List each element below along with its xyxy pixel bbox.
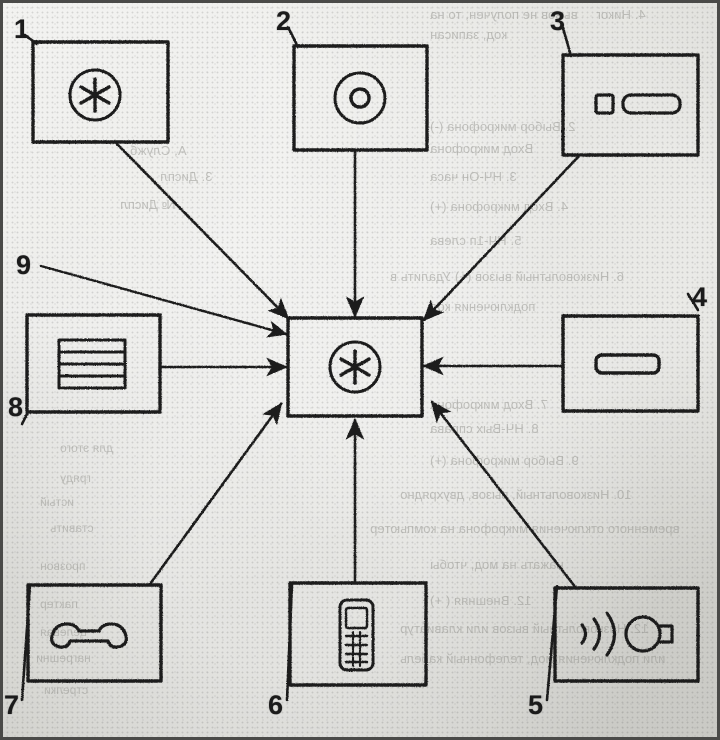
single-bar-icon (594, 353, 661, 375)
leader-label-4 (686, 292, 700, 312)
callout-label-2: 2 (276, 6, 292, 36)
mobile-phone-icon (338, 598, 375, 672)
asterisk-in-circle-icon-center (328, 340, 382, 394)
arrow-box-5-to-center (430, 400, 578, 590)
handset-icon (50, 622, 128, 649)
callout-label-9: 9 (16, 250, 32, 280)
callout-label-3: 3 (550, 6, 566, 36)
box-5[interactable] (553, 586, 700, 683)
leader-label-6 (285, 582, 294, 702)
box-4[interactable] (561, 314, 700, 413)
callout-label-4: 4 (692, 282, 708, 312)
box-2[interactable] (292, 44, 429, 152)
arrow-box-7-to-center (148, 402, 283, 586)
leader-label-7 (20, 583, 32, 702)
box-7[interactable] (26, 583, 163, 683)
callout-label-5: 5 (528, 690, 544, 720)
ringer-waves-icon (580, 611, 674, 657)
leader-label-5 (545, 584, 559, 702)
callout-label-1: 1 (14, 14, 30, 44)
leader-label-1 (23, 33, 39, 46)
arrow-box-1-to-center (115, 142, 290, 320)
square-and-bar-icon (594, 93, 682, 115)
callout-label-7: 7 (4, 690, 20, 720)
list-lines-icon (57, 338, 127, 390)
callout-label-8: 8 (8, 392, 24, 422)
arrow-label-9-to-center (39, 264, 288, 338)
leader-label-3 (561, 26, 573, 58)
box-3[interactable] (561, 53, 700, 157)
box-8[interactable] (25, 313, 162, 414)
asterisk-in-circle-icon-1 (68, 68, 122, 122)
callout-label-6: 6 (268, 690, 284, 720)
arrow-box-3-to-center (422, 155, 580, 322)
box-1[interactable] (31, 40, 170, 144)
leader-label-8 (20, 410, 30, 426)
circle-in-circle-icon (333, 71, 387, 125)
leader-label-2 (286, 25, 300, 49)
